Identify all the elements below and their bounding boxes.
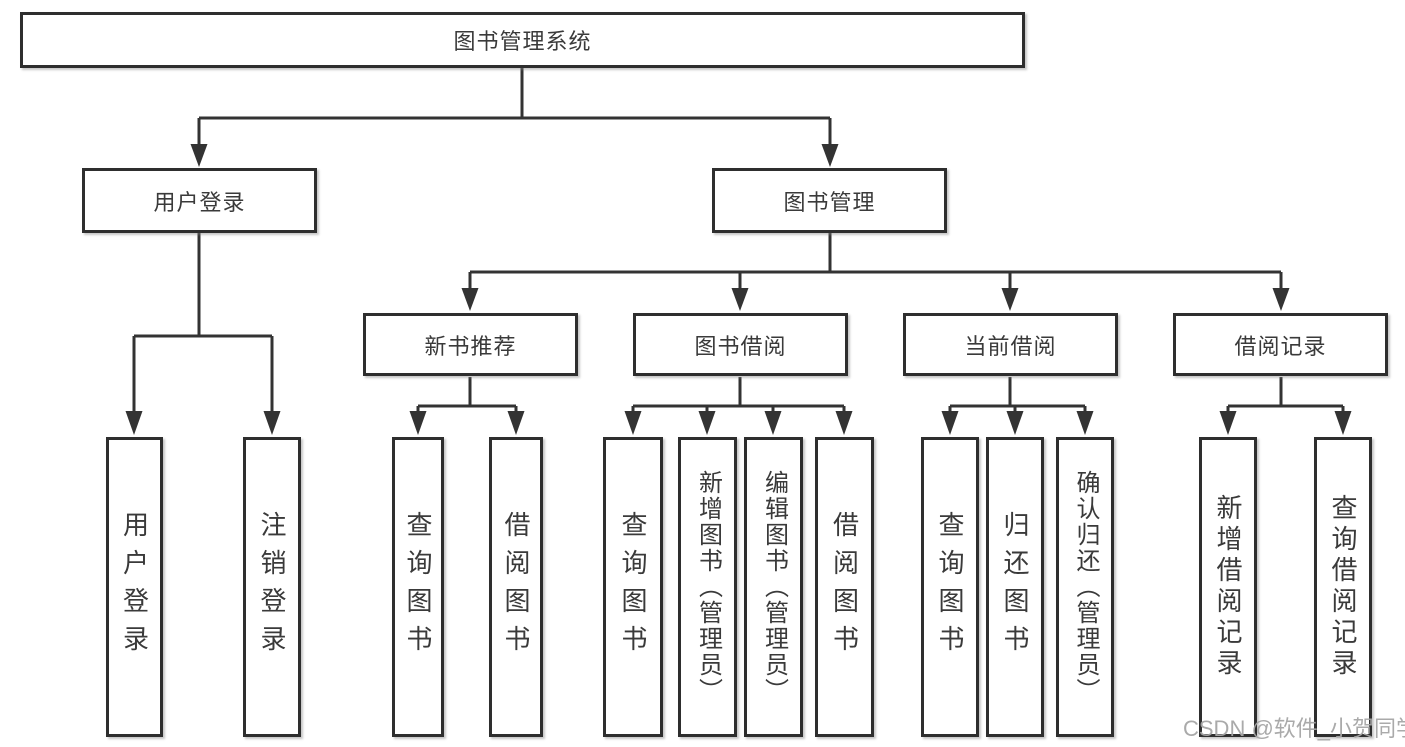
leaf-box-current-return-books: 归还图书 (986, 437, 1044, 737)
leaf-label-newbook-borrow-books: 借阅图书 (501, 511, 531, 663)
leaf-label-records-query-record: 查询借阅记录 (1328, 494, 1358, 680)
leaf-box-logout: 注销登录 (243, 437, 301, 737)
leaf-label-current-query-books: 查询图书 (935, 511, 965, 663)
leaf-label-borrow-borrow-books: 借阅图书 (829, 511, 860, 663)
level3-box-new-book-recommend: 新书推荐 (363, 313, 578, 376)
level3-box-book-borrow: 图书借阅 (633, 313, 848, 376)
level2-label-book-management: 图书管理 (783, 189, 876, 215)
level3-label-book-borrow: 图书借阅 (694, 333, 787, 359)
level3-label-current-borrow: 当前借阅 (964, 333, 1057, 359)
connector-root-to-level2 (190, 68, 839, 167)
level3-box-borrow-records: 借阅记录 (1173, 313, 1388, 376)
leaf-box-borrow-query-books: 查询图书 (603, 437, 663, 737)
leaf-label-records-add-record: 新增借阅记录 (1213, 494, 1243, 680)
connector-newbook-children (409, 377, 525, 435)
leaf-label-user-login: 用户登录 (119, 511, 150, 663)
csdn-watermark: CSDN @软件_小贺同学 (1183, 716, 1405, 741)
root-box-system-title: 图书管理系统 (20, 12, 1025, 68)
leaf-box-newbook-borrow-books: 借阅图书 (489, 437, 543, 737)
connector-bookmgmt-to-level3 (461, 233, 1290, 311)
leaf-label-newbook-query-books: 查询图书 (403, 511, 433, 663)
leaf-box-borrow-borrow-books: 借阅图书 (815, 437, 874, 737)
level2-box-user-login: 用户登录 (82, 168, 317, 233)
leaf-label-logout: 注销登录 (257, 511, 287, 663)
level3-box-current-borrow: 当前借阅 (903, 313, 1118, 376)
leaf-box-borrow-add-books-admin: 新增图书（管理员） (678, 437, 737, 737)
leaf-box-records-add-record: 新增借阅记录 (1199, 437, 1257, 737)
leaf-label-current-confirm-return-admin: 确认归还（管理员） (1072, 470, 1099, 704)
leaf-box-current-query-books: 查询图书 (921, 437, 979, 737)
level3-label-new-book-recommend: 新书推荐 (424, 333, 517, 359)
connector-borrowrecords-children (1219, 377, 1352, 435)
level2-label-user-login: 用户登录 (153, 189, 246, 215)
leaf-label-borrow-add-books-admin: 新增图书（管理员） (694, 470, 722, 704)
leaf-box-newbook-query-books: 查询图书 (392, 437, 444, 737)
leaf-label-current-return-books: 归还图书 (1000, 511, 1030, 663)
leaf-box-records-query-record: 查询借阅记录 (1314, 437, 1372, 737)
leaf-label-borrow-edit-books-admin: 编辑图书（管理员） (760, 470, 788, 704)
connector-userlogin-children (125, 233, 281, 435)
leaf-label-borrow-query-books: 查询图书 (618, 511, 648, 663)
level2-box-book-management: 图书管理 (712, 168, 947, 233)
leaf-box-user-login: 用户登录 (106, 437, 163, 737)
leaf-box-current-confirm-return-admin: 确认归还（管理员） (1056, 437, 1114, 737)
connector-currentborrow-children (941, 377, 1094, 435)
root-label: 图书管理系统 (453, 29, 592, 54)
connector-bookborrow-children (624, 377, 853, 435)
level3-label-borrow-records: 借阅记录 (1234, 333, 1327, 359)
leaf-box-borrow-edit-books-admin: 编辑图书（管理员） (744, 437, 803, 737)
